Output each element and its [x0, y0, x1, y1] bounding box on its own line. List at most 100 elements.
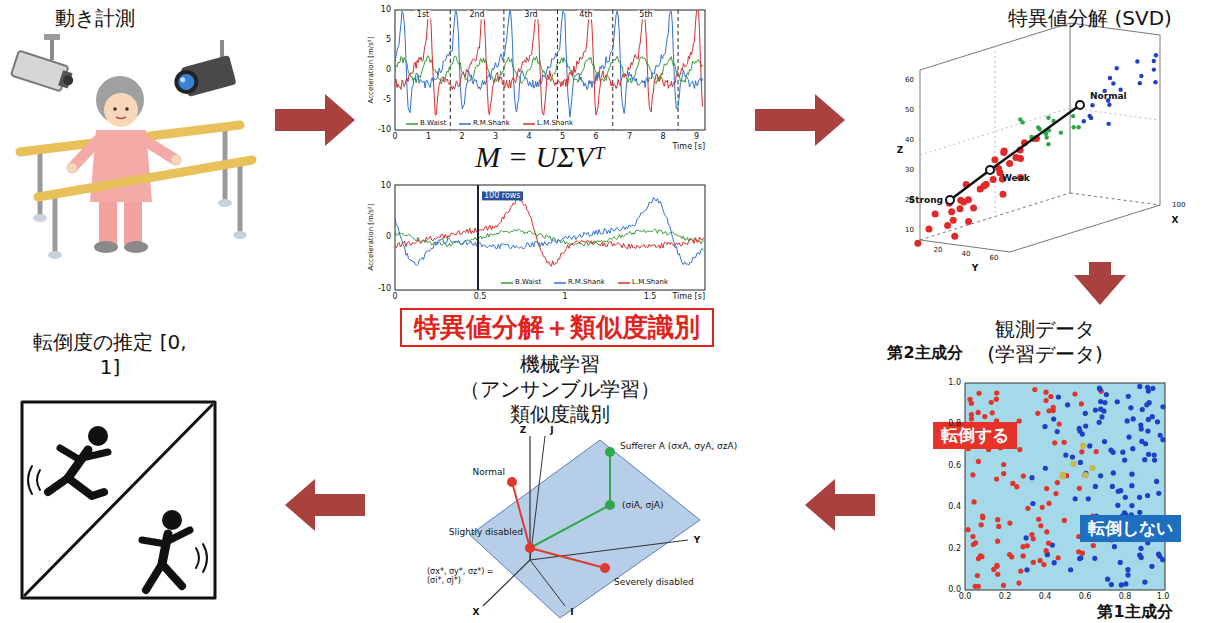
strength-path — [946, 101, 1084, 204]
scatter-plot — [965, 383, 1165, 590]
strength-path — [950, 105, 1080, 200]
chart-label: 4 — [526, 132, 531, 141]
box-label: 転倒しない — [1088, 518, 1173, 539]
svd-points — [1111, 81, 1115, 85]
scatter-points — [1016, 580, 1021, 585]
scatter-points — [1052, 440, 1057, 445]
chart-label: 0.2 — [999, 592, 1012, 601]
svd-points — [1001, 148, 1008, 155]
scatter-points — [1144, 402, 1149, 407]
scatter-points — [1055, 429, 1060, 434]
scatter-points — [1118, 488, 1123, 493]
svd-points — [1152, 59, 1156, 63]
scatter-points — [1083, 424, 1088, 429]
similarity-diagram — [525, 543, 535, 553]
scatter-points — [996, 524, 1001, 529]
scatter-points — [1131, 416, 1136, 421]
scatter-points — [1035, 411, 1040, 416]
scatter-points — [1097, 387, 1102, 392]
scatter-points — [1150, 414, 1155, 419]
scatter-points — [995, 517, 1000, 522]
chart-label: 3 — [493, 132, 498, 141]
scatter-points — [1093, 407, 1098, 412]
scatter-points — [1142, 457, 1147, 462]
svd-3d-axes — [1070, 108, 1160, 120]
fall-icon — [88, 426, 108, 446]
svd-points — [1082, 119, 1086, 123]
panel-acceleration-svd: M = UΣVᵀ — [355, 0, 755, 305]
arrow-head — [815, 94, 845, 146]
scatter-points — [1001, 471, 1006, 476]
scatter-points — [1056, 555, 1061, 560]
scatter-points — [1130, 446, 1135, 451]
panel-heading: 特異値分解 (SVD) — [990, 6, 1190, 31]
similarity-diagram — [600, 563, 610, 573]
legend-text: L.M.Shank — [537, 120, 573, 127]
scatter-points — [1123, 581, 1128, 586]
svd-points — [1107, 122, 1111, 126]
walking-bars-front — [38, 160, 252, 197]
similarity-diagram — [609, 452, 611, 505]
scatter-points — [1077, 486, 1082, 491]
scatter-points — [1125, 567, 1130, 572]
chart-label: X — [473, 607, 480, 617]
elderly-person — [125, 107, 129, 111]
scatter-points — [1048, 394, 1053, 399]
svd-points — [965, 196, 972, 203]
camera-left — [11, 34, 77, 94]
scatter-points — [1044, 486, 1049, 491]
flow-arrow — [275, 94, 355, 146]
scatter-points — [970, 472, 975, 477]
chart-label: 8 — [660, 132, 665, 141]
scatter-points — [970, 534, 975, 539]
svd-points — [1071, 114, 1075, 118]
panel-heading: M = UΣVᵀ — [440, 138, 640, 176]
scatter-points — [1070, 454, 1075, 459]
chart-label: 0.4 — [948, 503, 961, 512]
scatter-points — [1143, 441, 1148, 446]
scatter-points — [1046, 408, 1051, 413]
chart-label: Y — [694, 535, 701, 545]
walking-bars-back — [218, 199, 232, 207]
walking-bars-front — [38, 160, 252, 259]
scatter-points — [1126, 434, 1131, 439]
scatter-points — [995, 539, 1000, 544]
scatter-points — [1079, 401, 1084, 406]
scatter-points — [971, 499, 976, 504]
arrow-shaft — [1089, 262, 1111, 275]
scatter-points — [1115, 503, 1120, 508]
svd-points — [1071, 125, 1075, 129]
scatter-points — [1155, 419, 1160, 424]
scatter-points — [1125, 418, 1130, 423]
scatter-points — [1017, 447, 1022, 452]
scatter-points — [1115, 399, 1120, 404]
scatter-points — [1160, 404, 1165, 409]
scatter-points — [1102, 400, 1107, 405]
scatter-points — [1017, 418, 1022, 423]
scatter-points — [1042, 424, 1047, 429]
chart-label: 30 — [905, 166, 914, 174]
svd-points — [965, 218, 972, 225]
scatter-points — [1089, 465, 1095, 471]
legend-item: B.Waist — [500, 279, 542, 286]
scatter-points — [1062, 518, 1067, 523]
acceleration-curves — [395, 11, 703, 115]
scatter-points — [1021, 544, 1026, 549]
fall-icon — [22, 402, 215, 598]
scatter-points — [1087, 443, 1092, 448]
legend-line-sample — [406, 123, 418, 125]
elderly-person — [67, 163, 77, 173]
scatter-points — [976, 391, 981, 396]
acceleration-curves — [678, 10, 679, 130]
chart-label: 10 — [381, 181, 391, 190]
scatter-points — [1145, 428, 1150, 433]
arrow-head — [1074, 275, 1126, 305]
chart-label: 第1主成分 — [1097, 603, 1172, 621]
arrow-head — [285, 479, 315, 531]
chart-label: Severely disabled — [614, 577, 694, 587]
scatter-points — [1156, 552, 1161, 557]
acceleration-curves — [395, 197, 704, 266]
svd-points — [1139, 74, 1143, 78]
plot-frame — [395, 185, 705, 290]
chart-label: 1st — [415, 10, 431, 19]
